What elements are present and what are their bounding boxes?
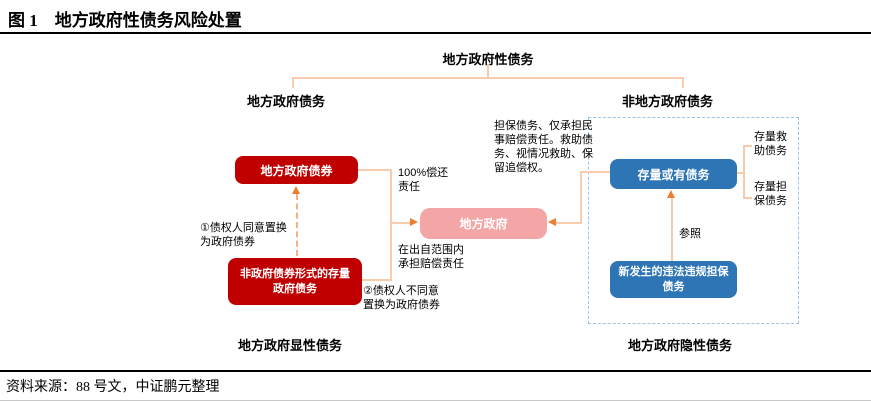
root-label: 地方政府性债务 xyxy=(442,52,534,67)
connector-reference-vertical xyxy=(671,198,673,261)
connector-left-branch-down xyxy=(292,77,294,88)
bracket-vertical xyxy=(743,145,745,199)
swap-disagree-note: ②债权人不同意 置换为政府债券 xyxy=(363,285,440,311)
title-underline xyxy=(0,32,871,34)
bottom-edge-line xyxy=(0,400,871,401)
connector-nonbond-right xyxy=(362,279,392,281)
connector-into-pink-right xyxy=(556,222,582,224)
connector-junction-vertical xyxy=(390,169,392,281)
guarantee-note: 担保债务、仅承担民 事赔偿责任。救助债 务、视情况救助、保 留追偿权。 xyxy=(494,120,593,174)
hidden-debt-label: 地方政府隐性债务 xyxy=(628,338,733,353)
footer-divider xyxy=(0,370,871,372)
compensation-note: 在出自范围内 承担赔偿责任 xyxy=(398,244,464,270)
connector-right-branch-down xyxy=(682,77,684,88)
connector-swap-dashed xyxy=(296,194,298,256)
stock-guarantee-label: 存量担 保债务 xyxy=(754,181,787,207)
explicit-debt-label: 地方政府显性债务 xyxy=(238,338,343,353)
connector-top-horizontal xyxy=(292,77,683,79)
connector-contingent-left xyxy=(580,171,610,173)
stock-rescue-label: 存量救 助债务 xyxy=(754,131,787,157)
connector-into-pink-left xyxy=(390,222,411,224)
box-local-government-bond: 地方政府债券 xyxy=(235,156,358,184)
connector-root-down xyxy=(487,64,489,78)
source-note: 资料来源：88 号文，中证鹏元整理 xyxy=(6,380,220,395)
connector-right-vertical xyxy=(580,171,582,224)
bracket-stem xyxy=(737,172,745,174)
arrow-up-icon xyxy=(292,186,300,194)
arrow-up-icon xyxy=(667,190,675,198)
figure-title: 图 1 地方政府性债务风险处置 xyxy=(8,11,242,30)
box-new-illegal-guarantee-debt: 新发生的违法违规担保 债务 xyxy=(610,261,737,298)
hidden-debt-dashed-region xyxy=(588,117,799,324)
box-stock-contingent-debt: 存量或有债务 xyxy=(610,159,737,189)
box-local-government: 地方政府 xyxy=(420,208,547,239)
swap-agree-note: ①债权人同意置换 为政府债券 xyxy=(200,222,287,248)
arrow-left-icon xyxy=(548,218,556,226)
reference-note: 参照 xyxy=(679,228,701,240)
bracket-top-stub xyxy=(743,145,752,147)
full-repay-note: 100%偿还 责任 xyxy=(398,167,449,193)
arrow-right-icon xyxy=(410,218,418,226)
right-branch-label: 非地方政府债务 xyxy=(622,94,714,109)
left-branch-label: 地方政府债务 xyxy=(247,94,326,109)
connector-bond-right xyxy=(358,169,392,171)
box-non-bond-stock-debt: 非政府债券形式的存量 政府债务 xyxy=(228,258,362,305)
bracket-bottom-stub xyxy=(743,197,752,199)
